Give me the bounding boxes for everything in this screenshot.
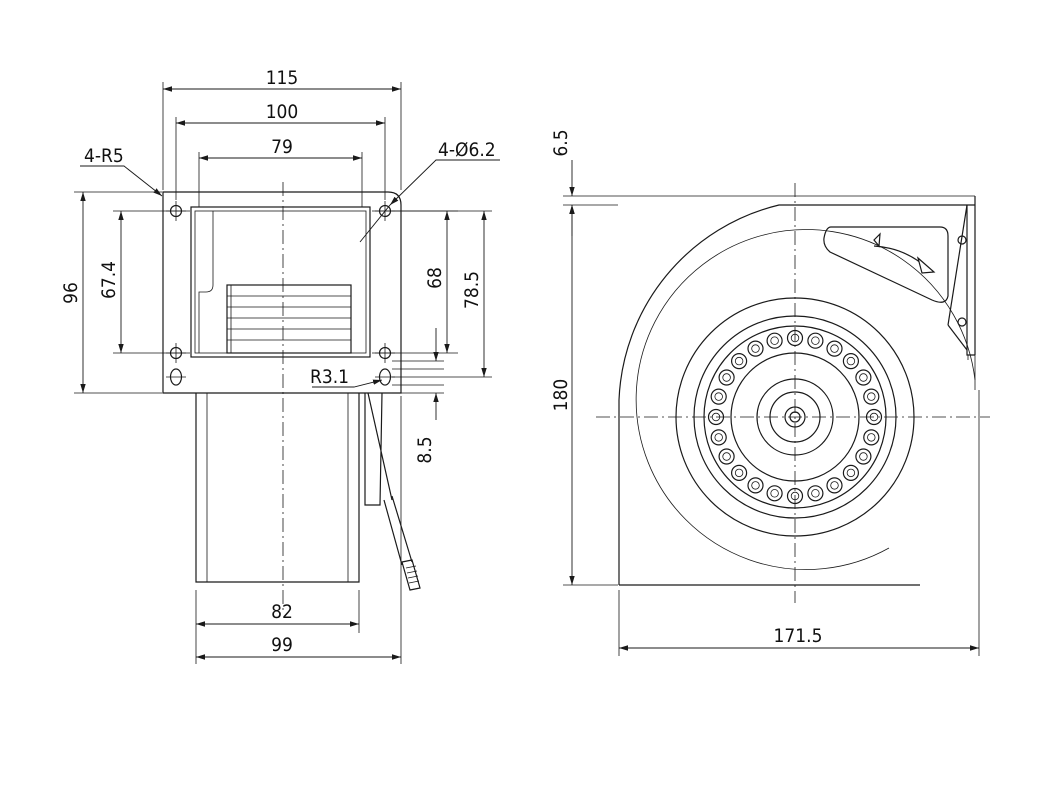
impeller-blade bbox=[766, 485, 783, 502]
impeller-blade bbox=[807, 485, 824, 502]
label-corner-radius: 4-R5 bbox=[84, 145, 124, 167]
power-cable bbox=[383, 495, 421, 591]
side-flange bbox=[947, 196, 976, 390]
housing-body bbox=[195, 392, 393, 583]
dim-top-offset: 6.5 bbox=[550, 129, 572, 156]
dim-flange-height: 96 bbox=[60, 282, 82, 304]
impeller-blade-hole bbox=[770, 489, 779, 498]
dim-flange-width: 115 bbox=[266, 67, 299, 89]
impeller-blade bbox=[747, 477, 764, 494]
impeller-blade-hole bbox=[867, 392, 876, 401]
impeller-blade bbox=[863, 429, 880, 446]
impeller-blade-hole bbox=[830, 481, 839, 490]
impeller-blade bbox=[863, 388, 880, 405]
impeller-blade-hole bbox=[811, 489, 820, 498]
impeller-blade-hole bbox=[859, 373, 868, 382]
impeller-blade bbox=[710, 429, 727, 446]
impeller-blade-hole bbox=[846, 356, 856, 366]
dim-outlet-height: 68 bbox=[424, 267, 446, 289]
impeller-blade bbox=[710, 388, 727, 405]
impeller-blade-hole bbox=[734, 468, 744, 478]
flange-outline bbox=[162, 191, 402, 394]
side-view: 6.5 180 171.5 bbox=[550, 129, 990, 656]
impeller-blade-hole bbox=[722, 373, 731, 382]
impeller-blade bbox=[842, 464, 860, 481]
impeller-blade bbox=[766, 332, 783, 349]
impeller-blade-hole bbox=[830, 344, 839, 353]
scroll-inner bbox=[635, 229, 976, 570]
label-hole-diameter: 4-Ø6.2 bbox=[438, 139, 496, 161]
airflow-label-plate bbox=[823, 226, 949, 303]
label-slot-radius: R3.1 bbox=[310, 366, 349, 388]
dim-outlet-total: 78.5 bbox=[461, 271, 483, 309]
impeller-blade bbox=[855, 369, 872, 386]
impeller-blade-hole bbox=[751, 481, 760, 490]
rotation-arrow-icon bbox=[873, 245, 928, 269]
impeller-blade-hole bbox=[811, 336, 820, 345]
dim-overall-depth: 99 bbox=[271, 634, 293, 656]
impeller-blade-hole bbox=[770, 336, 779, 345]
impeller-blade bbox=[807, 332, 824, 349]
dim-outlet-width: 79 bbox=[271, 136, 293, 158]
impeller-blade-hole bbox=[734, 356, 744, 366]
scroll-housing bbox=[618, 204, 975, 585]
impeller-blade-hole bbox=[867, 433, 876, 442]
impeller-blade bbox=[826, 340, 843, 357]
dim-body-width: 82 bbox=[271, 601, 293, 623]
outlet-frame bbox=[190, 206, 371, 358]
impeller-blade bbox=[747, 340, 764, 357]
dim-width: 171.5 bbox=[774, 625, 823, 647]
impeller-blade-hole bbox=[714, 392, 723, 401]
impeller-blade bbox=[718, 369, 735, 386]
impeller-blade-hole bbox=[846, 468, 856, 478]
impeller-blade-hole bbox=[751, 344, 760, 353]
impeller-blade bbox=[842, 353, 860, 370]
outlet-louver bbox=[226, 284, 352, 354]
impeller-blade bbox=[730, 353, 748, 370]
impeller-blade-hole bbox=[859, 452, 868, 461]
impeller-blade bbox=[718, 448, 735, 465]
impeller-blades bbox=[707, 329, 883, 505]
impeller-blade bbox=[826, 477, 843, 494]
impeller-blade bbox=[855, 448, 872, 465]
impeller-blade bbox=[730, 464, 748, 481]
dim-height: 180 bbox=[550, 379, 572, 412]
impeller-blade-hole bbox=[714, 433, 723, 442]
dim-slot-offset: 8.5 bbox=[414, 436, 436, 463]
dim-hole-pitch-x: 100 bbox=[266, 101, 299, 123]
impeller-blade-hole bbox=[722, 452, 731, 461]
front-view: 115 100 79 4-R5 4-Ø6.2 96 67.4 68 78.5 bbox=[60, 67, 500, 664]
dim-hole-pitch-y: 67.4 bbox=[98, 261, 120, 299]
